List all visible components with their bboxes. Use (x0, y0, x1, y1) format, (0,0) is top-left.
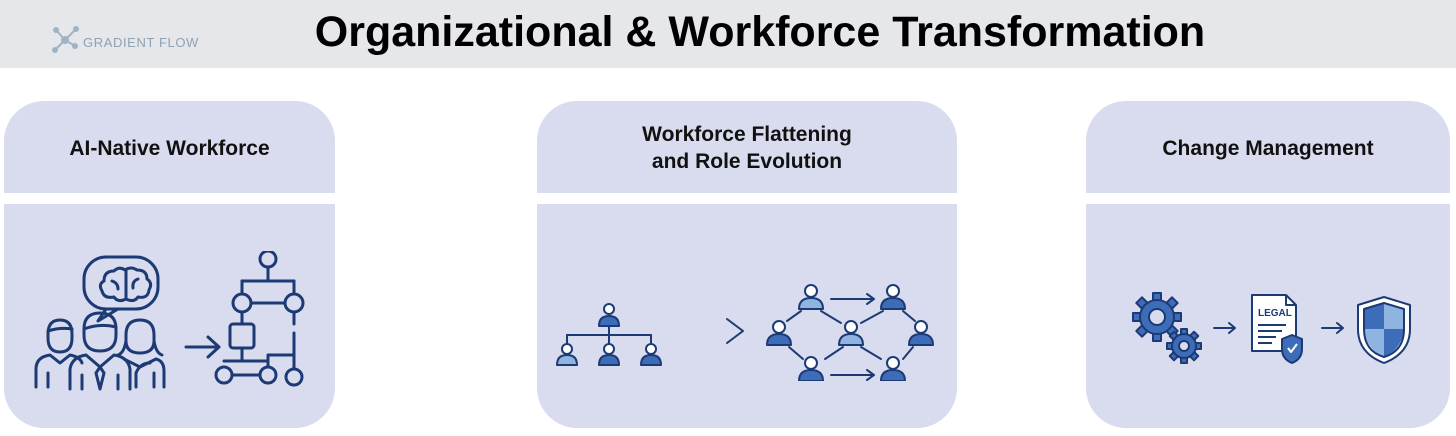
team-icon (34, 311, 166, 391)
page-title: Organizational & Workforce Transformatio… (314, 8, 1206, 56)
network-flow-icon (214, 251, 305, 387)
flat-network-icon (766, 284, 934, 381)
panel-title-line: and Role Evolution (651, 150, 843, 173)
panel-change-management: Change Management (1086, 101, 1450, 428)
gradient-flow-logo: GRADIENT FLOW (50, 25, 220, 55)
shield-icon (1357, 296, 1411, 364)
panel-divider (537, 193, 957, 204)
flattening-illustration (556, 284, 934, 381)
panel-divider (4, 193, 335, 204)
change-management-illustration: LEGAL (1132, 292, 1411, 364)
brain-thought-bubble-icon (82, 255, 160, 323)
logo-text: GRADIENT FLOW (83, 35, 199, 50)
document-label: LEGAL (1258, 308, 1292, 319)
header-bar: GRADIENT FLOW Organizational & Workforce… (0, 0, 1456, 68)
panel-title-line: Change Management (1162, 136, 1374, 160)
panel-workforce-flattening: Workforce Flattening and Role Evolution (537, 101, 957, 428)
org-hierarchy-icon (556, 303, 662, 366)
panel-divider (1086, 193, 1450, 204)
panel-ai-native-workforce: AI-Native Workforce (4, 101, 335, 428)
ai-workforce-illustration (34, 251, 305, 391)
gears-icon (1132, 292, 1202, 364)
panel-title: AI-Native Workforce (4, 101, 335, 193)
legal-document-icon: LEGAL (1251, 294, 1303, 364)
panel-title: Workforce Flattening and Role Evolution (537, 101, 957, 193)
panel-title-line: AI-Native Workforce (69, 136, 270, 160)
arrow-right-icon (1321, 322, 1344, 334)
panel-title: Change Management (1086, 101, 1450, 193)
arrow-right-icon (184, 335, 221, 359)
arrow-right-icon (1213, 322, 1236, 334)
panel-title-line: Workforce Flattening (642, 123, 852, 146)
chevron-right-icon (726, 318, 744, 344)
network-logo-icon (52, 26, 79, 53)
